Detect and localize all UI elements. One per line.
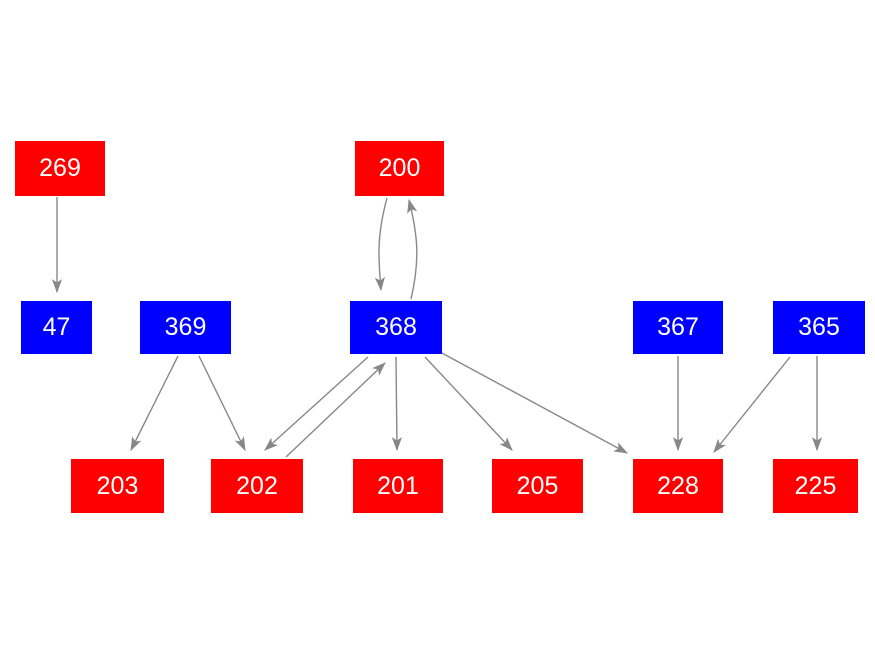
node-label-225: 225	[794, 471, 837, 500]
edge-200-to-368	[374, 197, 388, 292]
edge-368-to-205	[424, 356, 513, 451]
edge-369-to-202	[198, 355, 246, 452]
edge-368-to-202	[264, 356, 369, 451]
node-label-202: 202	[236, 471, 278, 500]
node-365[interactable]: 365	[773, 301, 865, 354]
edge-369-to-203	[130, 355, 179, 452]
node-label-368: 368	[375, 313, 417, 341]
node-203[interactable]: 203	[71, 459, 164, 513]
node-47[interactable]: 47	[21, 301, 92, 354]
node-202[interactable]: 202	[211, 459, 303, 513]
node-label-201: 201	[377, 471, 419, 500]
node-label-228: 228	[657, 471, 699, 500]
node-225[interactable]: 225	[773, 459, 858, 513]
node-label-369: 369	[164, 313, 207, 341]
node-367[interactable]: 367	[633, 301, 723, 354]
edge-368-to-201	[391, 356, 402, 452]
node-label-205: 205	[516, 471, 559, 500]
node-228[interactable]: 228	[633, 459, 723, 513]
node-label-365: 365	[798, 313, 840, 341]
node-368[interactable]: 368	[350, 301, 442, 354]
node-label-269: 269	[39, 154, 81, 182]
node-label-47: 47	[42, 313, 71, 341]
node-205[interactable]: 205	[492, 459, 583, 513]
edge-365-to-228	[713, 356, 791, 453]
node-label-367: 367	[657, 313, 699, 341]
node-label-200: 200	[378, 154, 421, 182]
node-201[interactable]: 201	[353, 459, 443, 513]
node-200[interactable]: 200	[355, 141, 444, 196]
node-369[interactable]: 369	[140, 301, 231, 354]
edge-368-to-200	[407, 198, 418, 300]
node-269[interactable]: 269	[15, 141, 105, 196]
edge-368-to-228	[439, 351, 628, 454]
edge-202-to-368	[285, 362, 386, 458]
edges-group	[51, 197, 823, 458]
node-label-203: 203	[96, 471, 139, 500]
